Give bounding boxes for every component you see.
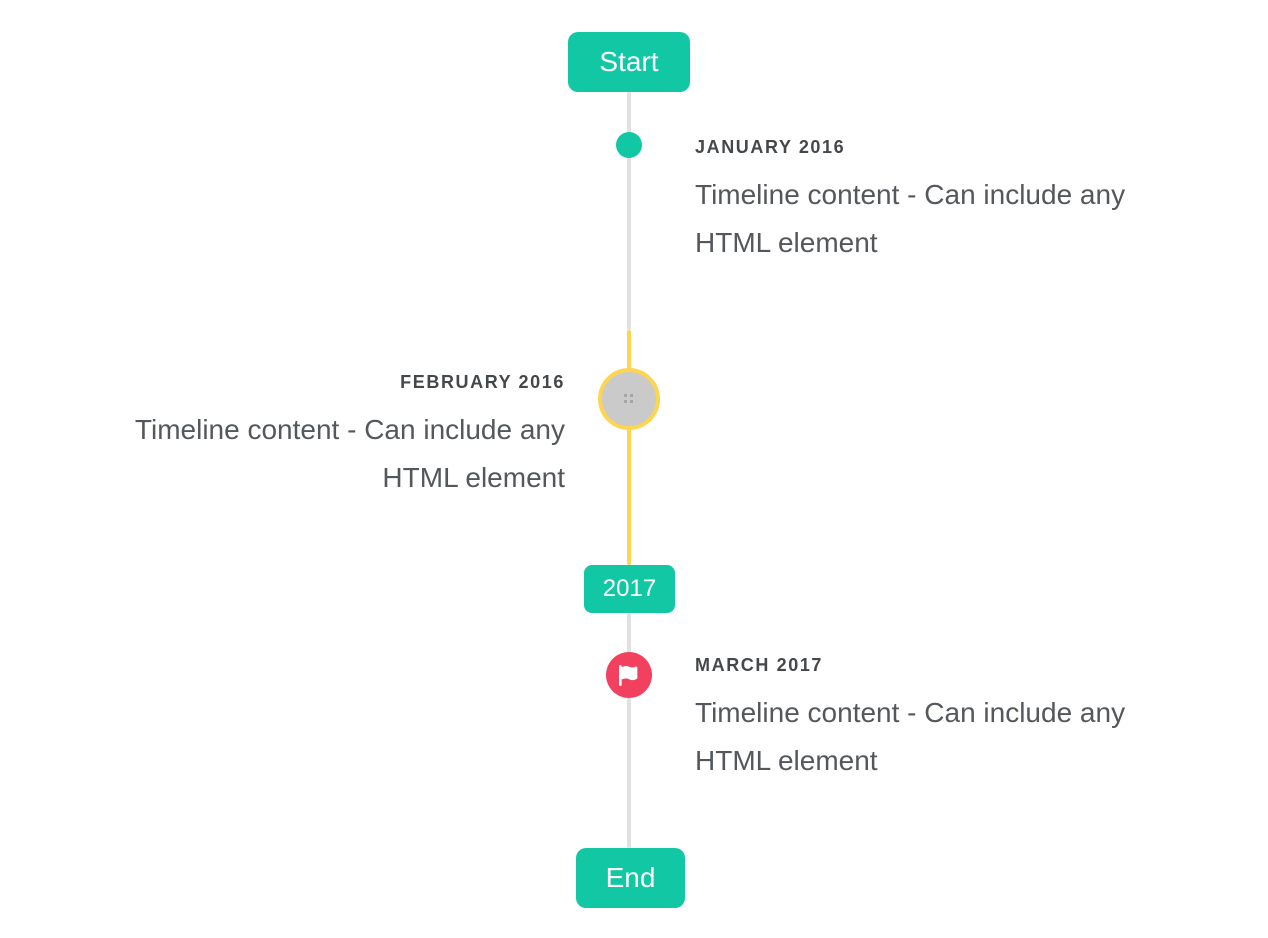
timeline-year-badge: 2017 xyxy=(584,565,675,613)
timeline-line-segment-gray-bottom xyxy=(627,613,631,848)
content-line: HTML element xyxy=(695,227,878,258)
timeline-flag-node-march xyxy=(606,652,652,698)
item-content-january: Timeline content - Can include any HTML … xyxy=(695,171,1195,267)
flag-icon xyxy=(618,664,637,686)
timeline-start-badge: Start xyxy=(568,32,690,92)
content-line: Timeline content - Can include any xyxy=(134,414,565,445)
content-line: Timeline content - Can include any xyxy=(695,697,1126,728)
broken-image-icon xyxy=(624,394,633,403)
timeline-line-segment-gray-top xyxy=(627,92,631,330)
item-content-february: Timeline content - Can include any HTML … xyxy=(65,406,565,502)
timeline-line-segment-yellow xyxy=(627,330,631,565)
content-line: HTML element xyxy=(695,745,878,776)
item-title-january: JANUARY 2016 xyxy=(695,137,846,157)
timeline-end-badge: End xyxy=(576,848,685,908)
timeline-dot-january xyxy=(616,132,642,158)
item-title-march: MARCH 2017 xyxy=(695,655,824,675)
item-title-february: FEBRUARY 2016 xyxy=(400,372,565,392)
timeline-item-march: MARCH 2017 Timeline content - Can includ… xyxy=(695,655,1195,785)
timeline-item-february: FEBRUARY 2016 Timeline content - Can inc… xyxy=(65,372,565,502)
timeline-node-february xyxy=(598,368,660,430)
content-line: HTML element xyxy=(382,462,565,493)
content-line: Timeline content - Can include any xyxy=(695,179,1126,210)
item-content-march: Timeline content - Can include any HTML … xyxy=(695,689,1195,785)
timeline-item-january: JANUARY 2016 Timeline content - Can incl… xyxy=(695,137,1195,267)
